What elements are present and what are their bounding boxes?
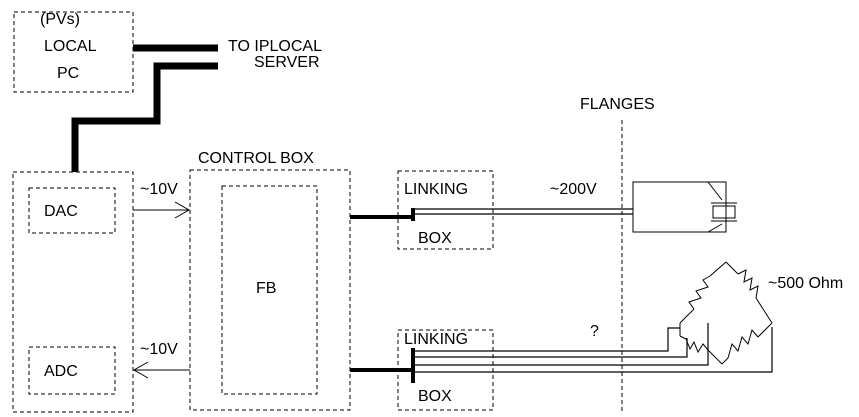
control-box bbox=[189, 169, 351, 411]
resistance-label: ~500 Ohm bbox=[768, 275, 843, 292]
dac-arrowhead bbox=[174, 201, 191, 219]
io-crate-box bbox=[12, 171, 134, 413]
hv-label: ~200V bbox=[550, 181, 597, 198]
resistor-bridge-icon bbox=[679, 261, 773, 365]
bridge-wire-2 bbox=[413, 338, 688, 358]
local-pc-box bbox=[13, 11, 134, 93]
dac-box bbox=[28, 187, 116, 234]
dac-voltage-label: ~10V bbox=[140, 181, 178, 198]
control-box-label: CONTROL BOX bbox=[198, 150, 314, 167]
fb-label: FB bbox=[256, 280, 276, 297]
dac-label: DAC bbox=[44, 203, 78, 220]
piezo-enclosure bbox=[632, 181, 727, 233]
bridge-wire-3 bbox=[413, 323, 709, 366]
piezo-lead-bottom bbox=[707, 223, 723, 233]
piezo-lead-top bbox=[707, 181, 723, 201]
linking-top-label: LINKING bbox=[404, 181, 468, 198]
fb-box bbox=[221, 185, 318, 395]
bridge-wire-4 bbox=[413, 327, 773, 373]
adc-box bbox=[28, 346, 116, 395]
server-label: SERVER bbox=[254, 54, 320, 71]
adc-label: ADC bbox=[44, 363, 78, 380]
adc-arrowhead bbox=[132, 361, 149, 379]
linking-box-top bbox=[397, 170, 494, 250]
network-link-to-crate bbox=[71, 62, 218, 172]
piezo-element-icon bbox=[712, 205, 736, 219]
box-bottom-label: BOX bbox=[418, 388, 452, 405]
pvs-label: (PVs) bbox=[40, 11, 80, 28]
local-label: LOCAL bbox=[44, 38, 97, 55]
box-top-label: BOX bbox=[418, 230, 452, 247]
bridge-wire-1 bbox=[413, 327, 680, 352]
pc-label: PC bbox=[57, 65, 79, 82]
unknown-label: ? bbox=[590, 323, 599, 340]
flanges-label: FLANGES bbox=[580, 96, 655, 113]
adc-voltage-label: ~10V bbox=[140, 341, 178, 358]
linking-bottom-label: LINKING bbox=[404, 331, 468, 348]
to-iplocal-label: TO IPLOCAL bbox=[228, 38, 322, 55]
